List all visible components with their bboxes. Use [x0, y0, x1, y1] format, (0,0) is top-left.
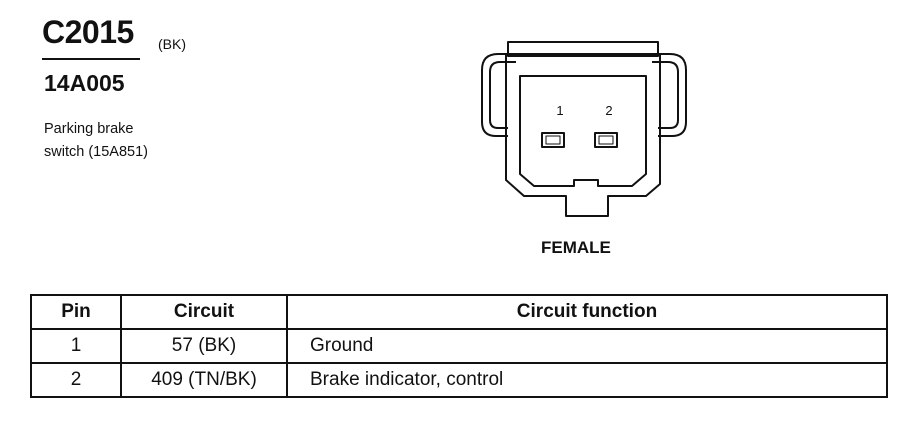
connector-housing: [505, 53, 661, 217]
component-description-line-1: Parking brake: [44, 121, 134, 137]
column-header-circuit: Circuit: [120, 294, 288, 330]
circuit-cell: 57 (BK): [120, 328, 288, 364]
pin-cell: 2: [30, 362, 122, 398]
connector-latch-rail: [507, 41, 659, 57]
connector-id: C2015: [42, 14, 134, 50]
table-row: 1 57 (BK) Ground: [30, 328, 888, 364]
connector-retaining-clip: [481, 53, 687, 137]
pin-2-label: 2: [605, 103, 612, 118]
circuit-function-cell: Ground: [286, 328, 888, 364]
component-description-line-2: switch (15A851): [44, 144, 148, 160]
pin-cell: 1: [30, 328, 122, 364]
pinout-table: Pin Circuit Circuit function 1 57 (BK) G…: [30, 294, 888, 398]
connector-gender-label: FEMALE: [541, 238, 611, 257]
table-header-row: Pin Circuit Circuit function: [30, 294, 888, 330]
table-row: 2 409 (TN/BK) Brake indicator, control: [30, 362, 888, 398]
column-header-pin: Pin: [30, 294, 122, 330]
column-header-circuit-function: Circuit function: [286, 294, 888, 330]
pin-1-label: 1: [556, 103, 563, 118]
circuit-cell: 409 (TN/BK): [120, 362, 288, 398]
pin-2-cavity: [594, 132, 618, 148]
connector-face-diagram: 1 2: [481, 41, 687, 217]
part-number: 14A005: [44, 70, 125, 96]
circuit-function-cell: Brake indicator, control: [286, 362, 888, 398]
title-underline: [42, 58, 140, 60]
wire-color-code: (BK): [158, 36, 186, 52]
connector-inner-face: [519, 75, 647, 187]
pin-1-cavity: [541, 132, 565, 148]
